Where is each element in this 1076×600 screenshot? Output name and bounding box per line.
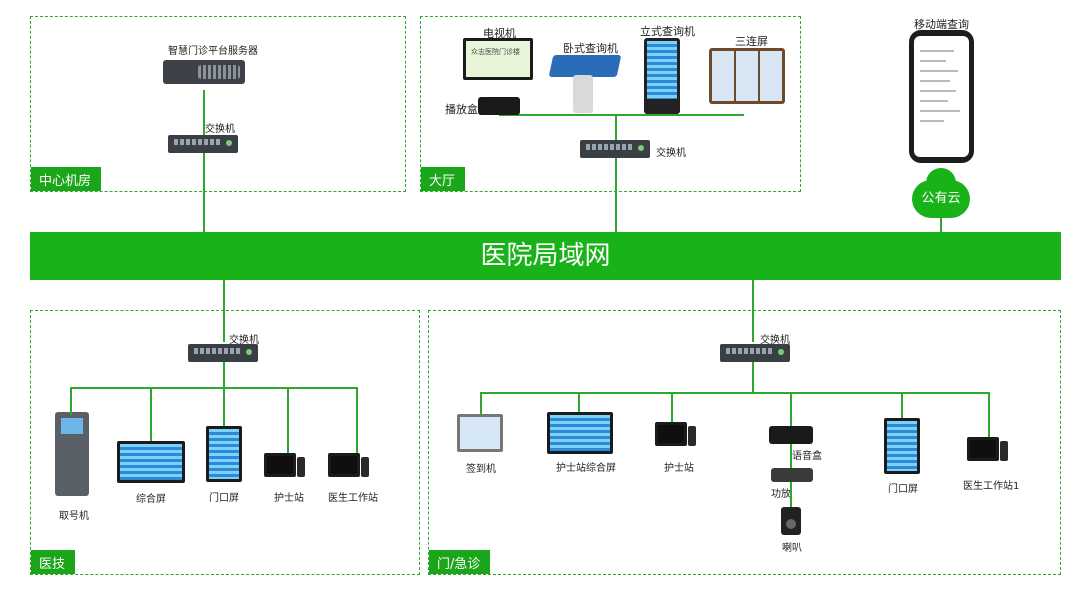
amplifier-icon — [771, 468, 813, 482]
connector — [615, 156, 617, 232]
connector — [70, 387, 72, 415]
zone-medtech-label: 医技 — [31, 550, 76, 574]
connector — [671, 392, 673, 422]
kiosk-flat-label: 卧式查询机 — [563, 42, 618, 55]
door-screen-label: 门口屏 — [209, 493, 239, 504]
speaker-icon — [781, 507, 801, 535]
switch-medtech-icon — [188, 344, 258, 362]
connector — [203, 150, 205, 232]
doctor-ws1-tower-icon — [1000, 441, 1008, 461]
player-label: 播放盒 — [445, 103, 478, 116]
zone-hall-label: 大厅 — [421, 167, 466, 191]
triple-screen-label: 三连屏 — [735, 35, 768, 48]
connector — [70, 387, 358, 389]
connector — [940, 215, 942, 232]
tv-label: 电视机 — [483, 27, 516, 40]
combo-screen-label: 综合屏 — [136, 494, 166, 505]
connector — [752, 362, 754, 392]
connector — [150, 387, 152, 441]
speaker-label: 喇叭 — [782, 543, 802, 554]
doctor-ws-label: 医生工作站 — [328, 493, 378, 504]
combo-screen-icon — [117, 441, 185, 483]
nurse-combo-screen-label: 护士站综合屏 — [556, 463, 616, 474]
doctor-ws1-monitor-icon — [967, 437, 999, 461]
nurse-station2-monitor-icon — [655, 422, 687, 446]
zone-outpatient: 门/急诊 — [428, 310, 1061, 575]
connector — [578, 392, 580, 412]
mobile-query-label: 移动端查询 — [914, 18, 969, 31]
switch-center-label: 交换机 — [205, 124, 235, 135]
checkin-machine-label: 签到机 — [466, 464, 496, 475]
voice-box-label: 语音盒 — [792, 451, 822, 462]
connector — [287, 387, 289, 453]
tv-icon: 众志医院门诊楼 — [463, 38, 533, 80]
connector — [356, 387, 358, 453]
doctor-ws-tower-icon — [361, 457, 369, 477]
connector — [615, 114, 617, 142]
connector — [790, 392, 792, 426]
doctor-ws-monitor-icon — [328, 453, 360, 477]
kiosk-stand-label: 立式查询机 — [640, 25, 695, 38]
mobile-phone-icon — [909, 30, 974, 163]
kiosk-flat-stand-icon — [573, 75, 593, 113]
connector — [988, 392, 990, 437]
zone-center-label: 中心机房 — [31, 167, 102, 191]
connector — [203, 90, 205, 135]
switch-outpatient-label: 交换机 — [760, 335, 790, 346]
doctor-ws1-label: 医生工作站1 — [963, 481, 1020, 492]
amplifier-label: 功放 — [771, 489, 791, 500]
nurse-station2-label: 护士站 — [664, 463, 694, 474]
connector — [790, 482, 792, 507]
zone-outpatient-label: 门/急诊 — [429, 550, 491, 574]
connector — [223, 387, 225, 426]
server-front-icon — [198, 65, 240, 79]
kiosk-stand-icon — [644, 38, 680, 114]
tv-screen-text: 众志医院门诊楼 — [471, 48, 520, 56]
connector — [480, 392, 482, 414]
server-label: 智慧门诊平台服务器 — [168, 46, 258, 57]
switch-center-icon — [168, 135, 238, 153]
nurse-station-label: 护士站 — [274, 493, 304, 504]
switch-hall-label: 交换机 — [656, 148, 686, 159]
public-cloud-label: 公有云 — [921, 191, 961, 206]
connector — [752, 280, 754, 342]
player-box-icon — [478, 97, 520, 115]
switch-outpatient-icon — [720, 344, 790, 362]
door-screen2-icon — [884, 418, 920, 474]
zone-medtech: 医技 — [30, 310, 420, 575]
zone-center-room: 中心机房 — [30, 16, 406, 192]
connector — [790, 444, 792, 468]
door-screen2-label: 门口屏 — [888, 484, 918, 495]
kiosk-flat-icon — [548, 55, 622, 77]
connector — [480, 392, 990, 394]
door-screen-icon — [206, 426, 242, 482]
nurse-station-monitor-icon — [264, 453, 296, 477]
connector — [499, 114, 744, 116]
connector — [223, 362, 225, 387]
connector — [901, 392, 903, 418]
triple-screen-icon — [709, 48, 785, 104]
zone-hall: 大厅 — [420, 16, 801, 192]
switch-hall-icon — [580, 140, 650, 158]
public-cloud-icon: 公有云 — [912, 168, 970, 218]
nurse-station-tower-icon — [297, 457, 305, 477]
hospital-lan-bar: 医院局域网 — [30, 232, 1061, 280]
connector — [223, 280, 225, 342]
nurse-combo-screen-icon — [547, 412, 613, 454]
ticket-machine-icon — [55, 412, 89, 496]
voice-box-icon — [769, 426, 813, 444]
nurse-station2-tower-icon — [688, 426, 696, 446]
switch-medtech-label: 交换机 — [229, 335, 259, 346]
ticket-machine-label: 取号机 — [59, 511, 89, 522]
checkin-machine-icon — [457, 414, 503, 452]
